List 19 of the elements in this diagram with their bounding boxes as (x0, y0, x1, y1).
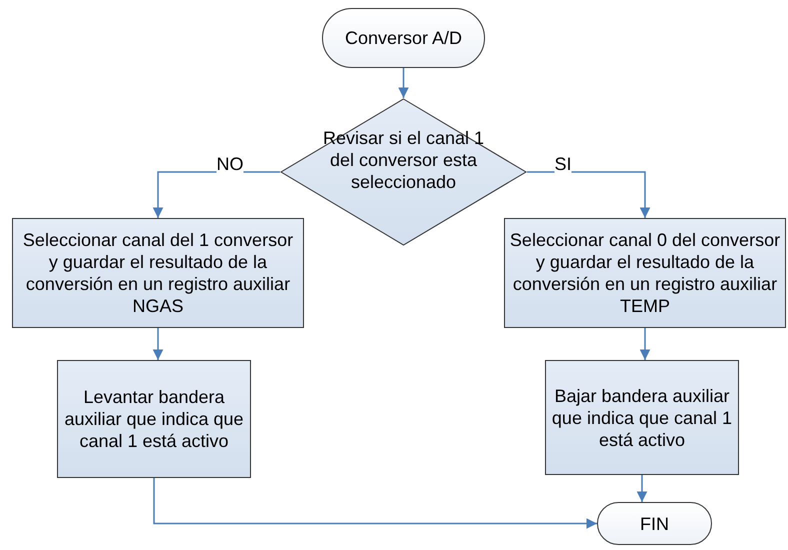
edge-label: NO (216, 155, 244, 173)
process-box (57, 360, 251, 478)
node-text: Seleccionar canal 0 del conversor y guardar el resultado de la conversión en un registro auxiliar TEMP (508, 229, 782, 317)
terminal-shape (597, 502, 712, 545)
process-box (12, 218, 304, 328)
arrow (398, 68, 409, 98)
arrow (636, 475, 648, 502)
arrow (640, 328, 650, 360)
node-text: Bajar bandera auxiliar que indica que canal 1 está activo (550, 384, 734, 450)
edge-label: SI (554, 155, 572, 173)
node-text: Conversor A/D (344, 27, 464, 49)
node-text: Seleccionar canal del 1 conversor y guardar el resultado de la conversión en un registro auxiliar NGAS (22, 229, 294, 317)
arrow (527, 171, 650, 218)
node-text: FIN (639, 512, 670, 534)
process-box (545, 360, 739, 475)
arrow (152, 328, 164, 360)
process-box (504, 218, 786, 328)
arrow (153, 478, 597, 529)
node-text: Levantar bandera auxiliar que indica que canal 1 está activo (63, 386, 245, 452)
